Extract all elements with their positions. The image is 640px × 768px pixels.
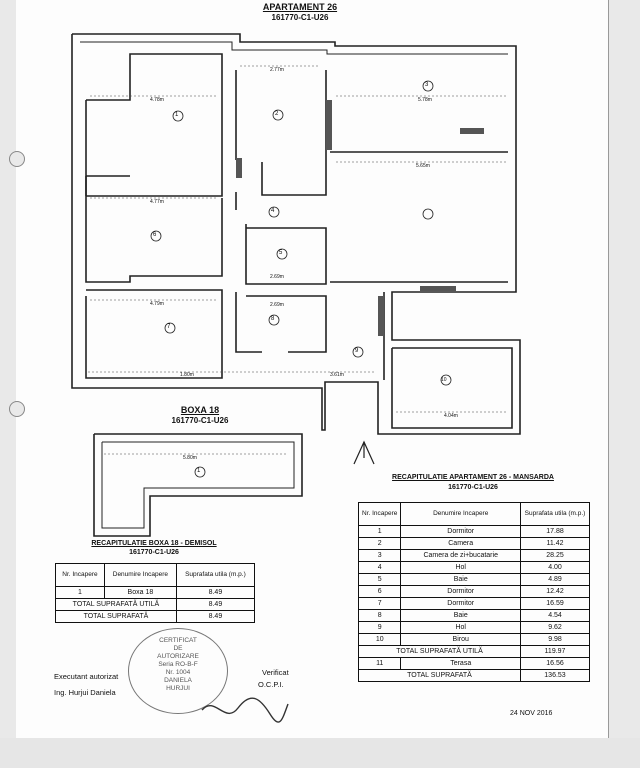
dimension-label: 5.65m — [416, 163, 430, 169]
dimension-label: 5.78m — [418, 97, 432, 103]
column-header: Suprafata utila (m.p.) — [520, 502, 590, 526]
room-label: 6 — [153, 232, 157, 238]
dimension-label: 4.77m — [150, 199, 164, 205]
signature-icon — [201, 697, 289, 723]
table-row: 11 Terasa 16.56 — [357, 657, 590, 670]
dimension-label: 2.69m — [270, 274, 284, 280]
room-label: 3 — [425, 82, 429, 88]
boxa-outline — [93, 433, 303, 537]
column-header: Nr. Incapere — [357, 502, 402, 526]
bottom-margin — [0, 738, 640, 768]
apartment-title: APARTAMENT 26 — [262, 2, 338, 12]
room-label: 10 — [441, 377, 447, 383]
date-stamp: 24 NOV 2016 — [510, 710, 553, 717]
boxa-table-title: RECAPITULATIE BOXA 18 - DEMISOL — [91, 540, 217, 547]
column-header: Nr. Incapere — [55, 563, 105, 587]
punch-hole — [9, 401, 25, 417]
dimension-label: 4.04m — [444, 413, 458, 419]
verificat-label: Verificat — [262, 668, 289, 677]
room-label: 7 — [167, 324, 171, 330]
punch-hole — [9, 151, 25, 167]
room-label: 1 — [197, 468, 201, 474]
dimension-label: 1.80m — [180, 372, 194, 378]
executant-label: Executant autorizat — [54, 672, 119, 681]
dimension-label: 4.79m — [150, 301, 164, 307]
room-label: 4 — [271, 208, 275, 214]
total-row: TOTAL SUPRAFATĂ UTILĂ 8.49 — [55, 598, 256, 611]
total-row: TOTAL SUPRAFATĂ 136.53 — [358, 669, 590, 682]
boxa-table-code: 161770-C1-U26 — [129, 549, 179, 556]
authorization-stamp: CERTIFICAT DE AUTORIZARE Seria RO-B-F Nr… — [128, 628, 228, 714]
boxa-title: BOXA 18 — [180, 405, 220, 415]
dimension-label: 2.77m — [270, 67, 284, 73]
dimension-label: 4.78m — [150, 97, 164, 103]
room-label: 8 — [271, 316, 275, 322]
room-label: 2 — [275, 111, 279, 117]
total-row: TOTAL SUPRAFATĂ 8.49 — [55, 610, 256, 623]
dimension-label: 5.80m — [183, 455, 197, 461]
outer-wall — [71, 33, 521, 435]
table-row: 1 Boxa 18 8.49 — [55, 586, 256, 599]
boxa-table: Nr. Incapere Denumire Incapere Suprafata… — [55, 563, 256, 623]
dimension-label: 2.69m — [270, 302, 284, 308]
apartment-table: Nr. Incapere Denumire Incapere Suprafata… — [357, 502, 590, 682]
column-header: Suprafata utila (m.p.) — [175, 563, 256, 587]
room-label: 1 — [175, 112, 179, 118]
column-header: Denumire Incapere — [103, 563, 177, 587]
north-arrow-icon — [353, 440, 375, 465]
apartment-code: 161770-C1-U26 — [271, 13, 329, 22]
column-header: Denumire Incapere — [400, 502, 521, 526]
apartment-table-code: 161770-C1-U26 — [448, 484, 498, 491]
verificat-org: O.C.P.I. — [258, 680, 284, 689]
room-label: 9 — [355, 348, 359, 354]
apartment-table-title: RECAPITULATIE APARTAMENT 26 - MANSARDA — [392, 474, 554, 481]
executant-name: Ing. Hurjui Daniela — [54, 688, 116, 697]
total-row: TOTAL SUPRAFATĂ UTILĂ 119.97 — [358, 645, 590, 658]
room-label: 5 — [279, 250, 283, 256]
dimension-label: 3.61m — [330, 372, 344, 378]
boxa-code: 161770-C1-U26 — [171, 416, 229, 425]
